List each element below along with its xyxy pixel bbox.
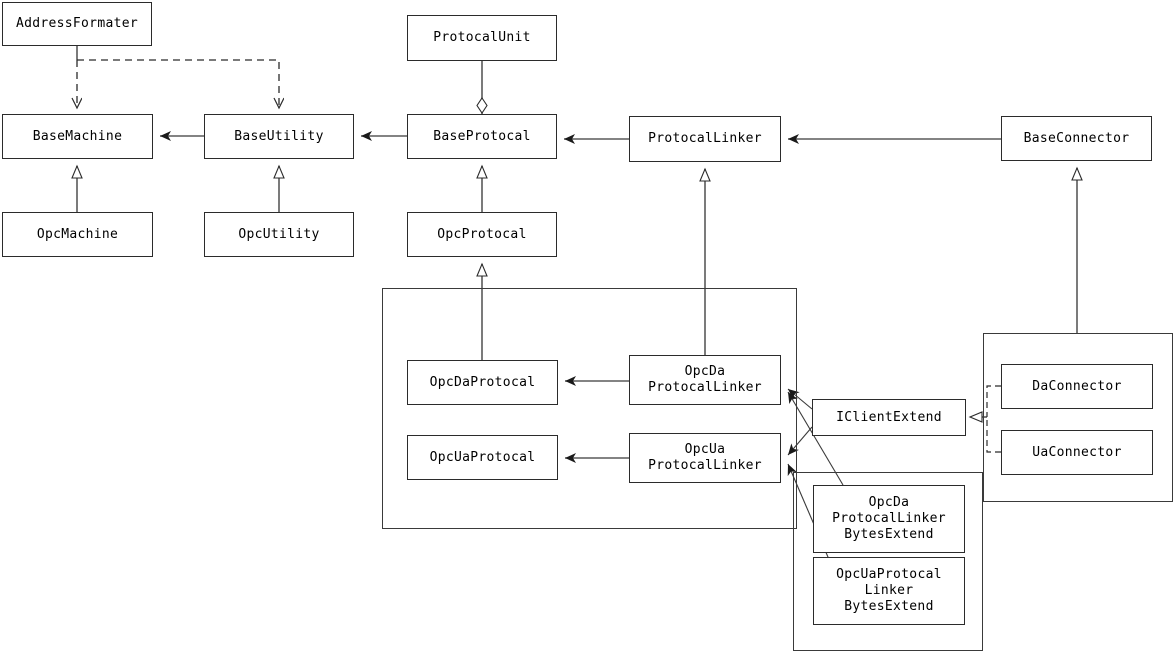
class-box-iclient-extend[interactable]: IClientExtend	[812, 399, 966, 436]
group-connectors	[983, 333, 1173, 502]
class-box-opc-ua-protocal[interactable]: OpcUaProtocal	[407, 435, 558, 480]
class-label: OpcUaProtocal	[429, 449, 536, 465]
class-box-opc-ua-protocal-linker-bytes-extend[interactable]: OpcUaProtocal Linker BytesExtend	[813, 557, 965, 625]
class-label: OpcUa ProtocalLinker	[648, 442, 762, 473]
class-box-protocal-unit[interactable]: ProtocalUnit	[407, 15, 557, 61]
class-box-base-protocal[interactable]: BaseProtocal	[407, 114, 557, 159]
class-box-opc-da-protocal-linker-bytes-extend[interactable]: OpcDa ProtocalLinker BytesExtend	[813, 485, 965, 553]
class-label: OpcDa ProtocalLinker	[648, 364, 762, 395]
class-box-ua-connector[interactable]: UaConnector	[1001, 430, 1153, 475]
class-label: OpcDa ProtocalLinker BytesExtend	[832, 495, 946, 542]
class-box-base-utility[interactable]: BaseUtility	[204, 114, 354, 159]
class-box-opc-machine[interactable]: OpcMachine	[2, 212, 153, 257]
class-label: OpcUtility	[238, 226, 320, 242]
edge-addressformater-baseutility	[77, 59, 279, 108]
class-box-opc-ua-protocal-linker[interactable]: OpcUa ProtocalLinker	[629, 433, 781, 483]
class-box-base-machine[interactable]: BaseMachine	[2, 114, 153, 159]
class-label: ProtocalLinker	[648, 131, 762, 146]
class-label: BaseUtility	[234, 128, 324, 144]
class-label: OpcDaProtocal	[429, 374, 536, 390]
class-label: ProtocalUnit	[433, 30, 531, 45]
class-box-opc-da-protocal-linker[interactable]: OpcDa ProtocalLinker	[629, 355, 781, 405]
class-label: OpcUaProtocal Linker BytesExtend	[836, 567, 942, 614]
class-label: BaseMachine	[32, 128, 123, 144]
class-box-opc-protocal[interactable]: OpcProtocal	[407, 212, 557, 257]
class-label: OpcMachine	[36, 226, 119, 242]
class-label: BaseProtocal	[433, 128, 531, 144]
class-box-da-connector[interactable]: DaConnector	[1001, 364, 1153, 409]
class-box-base-connector[interactable]: BaseConnector	[1001, 116, 1152, 161]
class-label: IClientExtend	[836, 409, 942, 425]
class-label: UaConnector	[1032, 444, 1122, 460]
class-box-protocal-linker[interactable]: ProtocalLinker	[629, 116, 781, 162]
class-label: BaseConnector	[1023, 130, 1130, 146]
class-box-opc-utility[interactable]: OpcUtility	[204, 212, 354, 257]
class-label: AddressFormater	[16, 16, 138, 31]
class-label: DaConnector	[1032, 378, 1122, 394]
class-label: OpcProtocal	[437, 226, 527, 242]
group-protocal-implementations	[382, 288, 797, 529]
class-box-opc-da-protocal[interactable]: OpcDaProtocal	[407, 360, 558, 405]
class-box-address-formater[interactable]: AddressFormater	[2, 2, 152, 46]
